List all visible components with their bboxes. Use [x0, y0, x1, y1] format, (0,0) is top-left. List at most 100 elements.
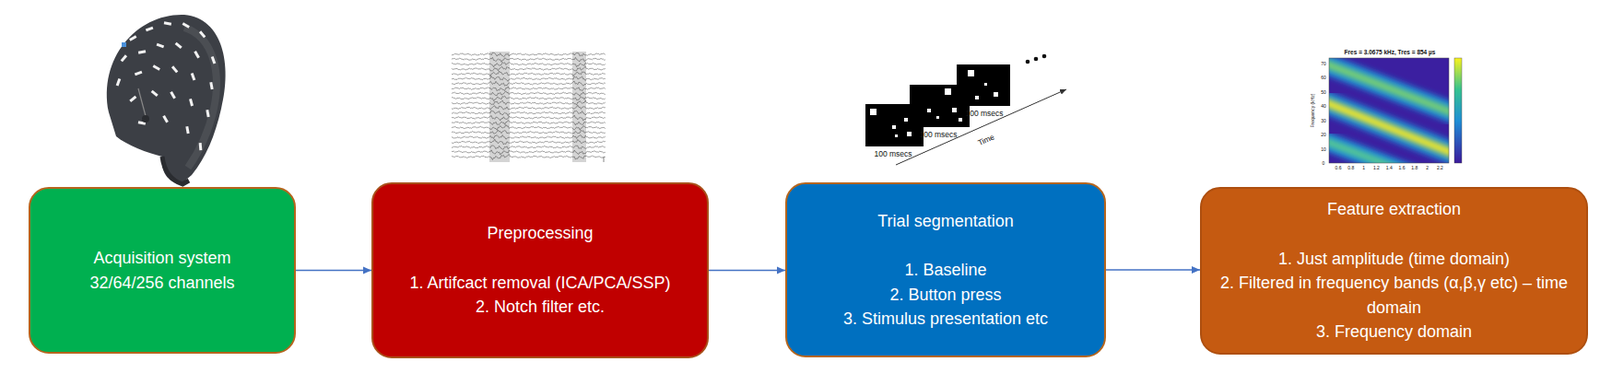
- box-text: 2. Button press: [801, 282, 1090, 308]
- illustration-part: [175, 42, 183, 49]
- flow-arrow: [708, 270, 786, 272]
- stimulus-square: [927, 108, 931, 113]
- box-text: 1. Baseline: [801, 258, 1090, 283]
- stimulus-square: [975, 95, 979, 100]
- plot-label: 1.2: [1373, 165, 1380, 171]
- plot-label: 0.6: [1335, 165, 1342, 171]
- cap-shade: [184, 27, 217, 168]
- band-core: [1329, 138, 1438, 164]
- stimulus-square: [904, 117, 908, 122]
- plot-label: 40: [1320, 104, 1327, 109]
- plot-label: 60: [1320, 75, 1327, 81]
- box-text: 1. Just amplitude (time domain): [1216, 247, 1572, 272]
- stimulus-label: Time: [976, 132, 996, 147]
- box-heading: Feature extraction: [1216, 197, 1572, 223]
- stimulus-frame: [956, 64, 1011, 106]
- colorbar: [1454, 58, 1462, 164]
- plot-label: 2.2: [1436, 165, 1444, 171]
- illustration-part: [120, 54, 128, 62]
- flow-arrow: [295, 270, 372, 272]
- illustration-part: [190, 72, 197, 82]
- box-text: 3. Frequency domain: [1216, 319, 1572, 345]
- eeg-trace: [451, 105, 606, 110]
- stimulus-sequence: [865, 54, 1067, 165]
- stimulus-square: [936, 116, 940, 119]
- spectrogram-bands: [1329, 60, 1449, 164]
- illustration-part: [171, 65, 178, 73]
- illustration-part: [162, 115, 169, 123]
- stimulus-label: 100 msecs: [964, 109, 1003, 118]
- eeg-cap: [106, 14, 226, 185]
- box-heading: Preprocessing: [388, 221, 693, 247]
- plot-label: 0.8: [1347, 165, 1354, 171]
- process-box: Preprocessing1. Artifcact removal (ICA/P…: [371, 182, 709, 359]
- eeg-trace: [451, 57, 606, 62]
- continuation-dot: [1042, 54, 1048, 59]
- illustration-part: [209, 82, 213, 90]
- plot-label: 30: [1320, 117, 1327, 123]
- illustration-part: [205, 109, 210, 118]
- eeg-trace: [451, 135, 606, 141]
- eeg-trace: [451, 81, 606, 86]
- plot-label: 10: [1320, 146, 1327, 152]
- cap-cable: [138, 88, 146, 117]
- illustration-part: [134, 70, 143, 77]
- box-heading: Acquisition system: [45, 246, 280, 271]
- box-text: 2. Filtered in frequency bands (α,β,γ et…: [1216, 270, 1572, 320]
- plot-label: 1: [1362, 165, 1365, 171]
- stimulus-square: [870, 108, 877, 116]
- stimulus-square: [993, 92, 999, 97]
- eeg-trace: [451, 115, 606, 121]
- illustration-part: [116, 78, 122, 87]
- eeg-trace: [451, 129, 606, 134]
- stimulus-square: [958, 117, 963, 122]
- plot-label: 1.8: [1411, 165, 1418, 171]
- illustration-part: [129, 35, 137, 42]
- illustration-part: [199, 142, 203, 151]
- plot-label: 70: [1320, 60, 1327, 66]
- illustration-part: [151, 90, 159, 97]
- plot-label: Fres = 3.0675 kHz, Tres = 854 µs: [1344, 49, 1436, 57]
- eeg-trace: [451, 150, 606, 155]
- illustration-part: [199, 30, 206, 38]
- eeg-trace: [451, 100, 606, 106]
- continuation-dot: [1025, 59, 1031, 65]
- continuation-dot: [1034, 57, 1039, 62]
- box-text: 32/64/256 channels: [45, 270, 280, 296]
- stimulus-label: 100 msecs: [873, 150, 912, 159]
- plot-label: 0: [1322, 161, 1326, 166]
- cap-ground-electrode: [141, 115, 150, 123]
- electrodes: [116, 21, 217, 151]
- eeg-trace: [451, 76, 606, 83]
- illustration-part: [152, 64, 161, 71]
- eeg-trace: [451, 110, 606, 117]
- illustration-part: [185, 126, 189, 134]
- box-heading: Trial segmentation: [801, 209, 1090, 235]
- illustration-part: [169, 91, 177, 99]
- cap-body: [106, 14, 226, 185]
- eeg-trace: [451, 66, 606, 71]
- band-glow: [1329, 138, 1438, 164]
- eeg-trace: [451, 62, 606, 68]
- illustration-part: [121, 42, 127, 48]
- eeg-trace: [451, 52, 606, 57]
- illustration-part: [129, 95, 137, 103]
- eeg-traces: [451, 51, 606, 163]
- illustration-part: [156, 43, 165, 49]
- flow-arrow: [1105, 269, 1200, 271]
- eeg-trace: [451, 153, 606, 160]
- plot-label: 2: [1425, 165, 1429, 171]
- stimulus-square: [944, 88, 952, 95]
- eeg-trace: [451, 139, 606, 145]
- eeg-trace: [451, 86, 606, 92]
- process-box: Acquisition system32/64/256 channels: [28, 187, 296, 354]
- eeg-trace: [451, 95, 606, 101]
- plot-label: 1.4: [1386, 165, 1393, 171]
- spectrogram: [1317, 58, 1466, 185]
- eeg-trace: [451, 120, 606, 126]
- stimulus-square: [984, 82, 988, 86]
- illustration-part: [138, 49, 146, 54]
- eeg-trace: [451, 70, 606, 77]
- stimulus-square: [952, 107, 957, 113]
